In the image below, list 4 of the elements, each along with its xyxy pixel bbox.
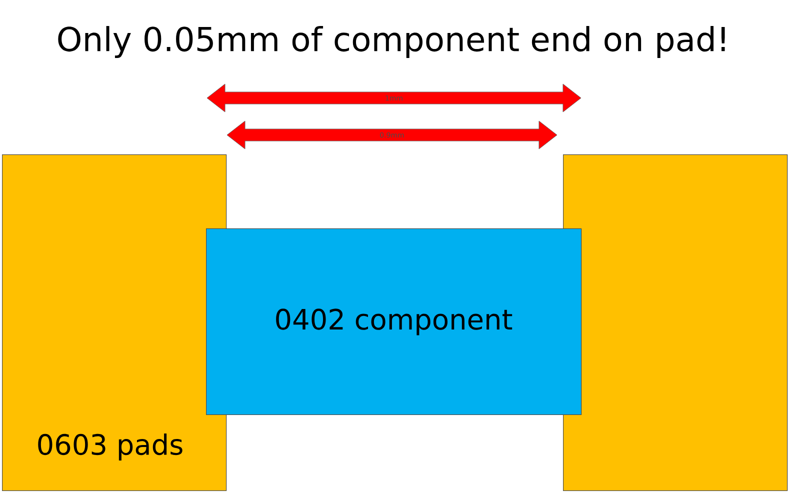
component-box: 0402 component bbox=[206, 228, 582, 415]
pad-box: 0603 pads bbox=[2, 154, 227, 491]
pad-box bbox=[563, 154, 788, 491]
title: Only 0.05mm of component end on pad! bbox=[58, 26, 725, 58]
